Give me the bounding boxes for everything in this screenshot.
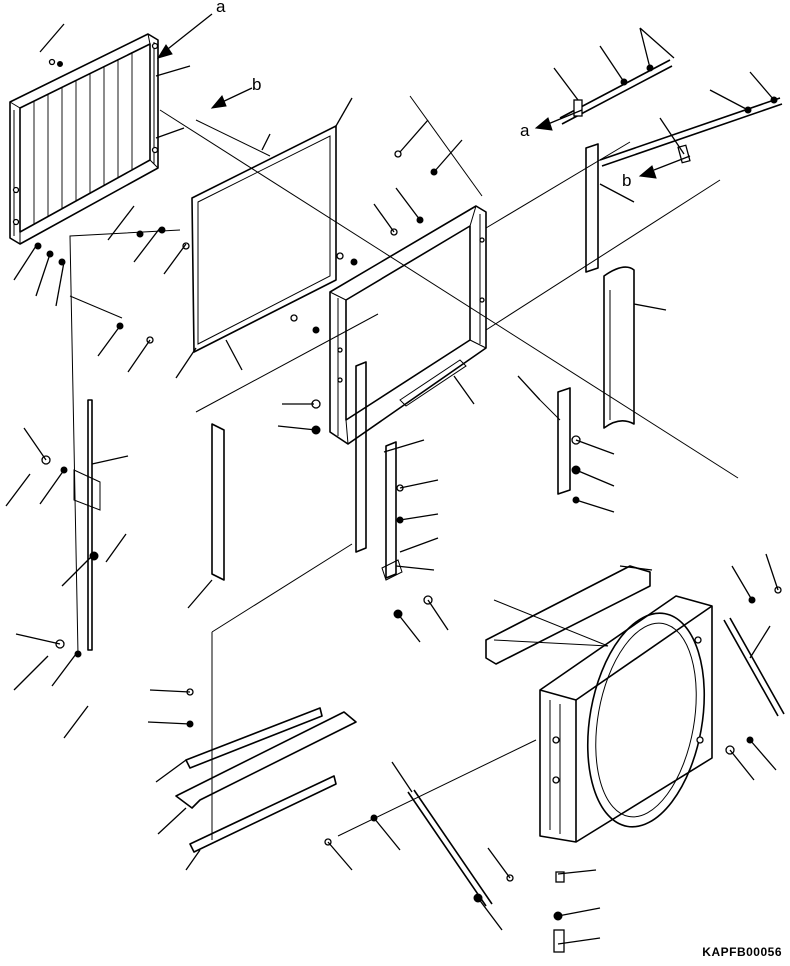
fan-shroud xyxy=(539,595,713,843)
callout-arrow-a-top xyxy=(156,13,213,59)
seal-panel xyxy=(191,125,337,353)
lower-plates xyxy=(175,565,651,853)
callout-a-top: a xyxy=(216,0,226,16)
center-strips xyxy=(73,399,101,651)
stay-rods-top xyxy=(559,59,783,167)
callout-b-top: b xyxy=(252,75,261,94)
callout-b-right: b xyxy=(622,171,631,190)
callout-arrow-b-right xyxy=(638,155,691,179)
upper-frame xyxy=(329,205,487,445)
callout-arrow-b-top xyxy=(210,87,253,109)
stays-bottom xyxy=(407,617,785,953)
drawing-code: KAPFB00056 xyxy=(702,945,782,959)
assembly-lines xyxy=(69,95,739,840)
callout-arrow-a-right xyxy=(534,109,583,131)
callout-a-right: a xyxy=(520,121,530,140)
side-strips xyxy=(211,143,635,581)
grille-screen xyxy=(9,33,159,245)
leader-lines xyxy=(5,23,779,945)
